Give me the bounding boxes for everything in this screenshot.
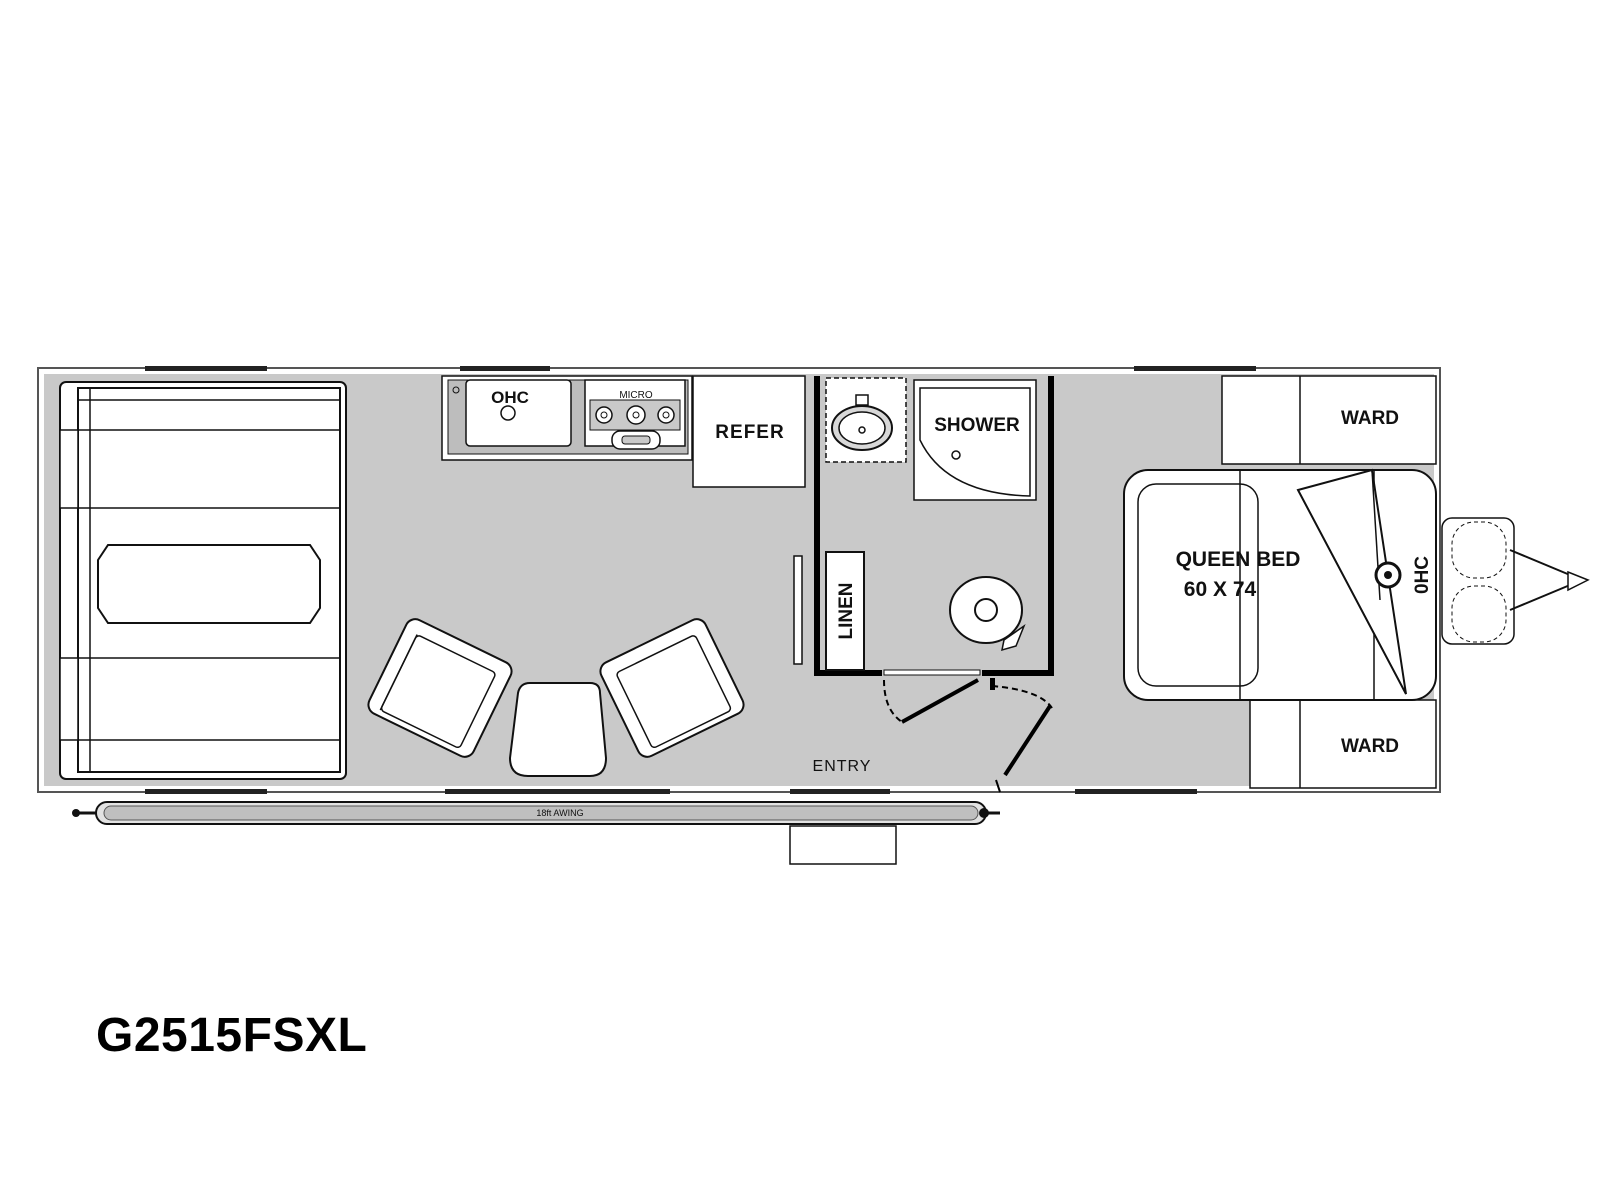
wardrobe-bottom <box>1249 699 1437 789</box>
swivel-chair-left <box>367 618 513 758</box>
toilet-icon <box>949 576 1026 652</box>
bed-size-label: 60 X 74 <box>1184 578 1257 601</box>
front-bedroom: WARD WARD QUEEN BED 60 X 74 0HC <box>1123 375 1437 789</box>
ohc-bedroom-label: 0HC <box>1412 556 1433 594</box>
bathroom: SHOWER LINEN <box>793 376 1054 676</box>
shower-label: SHOWER <box>934 415 1020 436</box>
swivel-chair-right <box>599 618 745 758</box>
entry-step <box>789 825 897 865</box>
wardrobe-top-label: WARD <box>1341 408 1399 429</box>
linen-closet <box>825 551 865 671</box>
rear-bed <box>59 381 347 780</box>
awning-label: 18ft AWING <box>536 808 583 818</box>
micro-label: MICRO <box>619 390 653 401</box>
kitchen-counter: OHC MICRO <box>441 375 693 461</box>
bed-name-label: QUEEN BED <box>1176 548 1301 571</box>
hitch-tongue <box>1441 517 1590 645</box>
wardrobe-top <box>1221 375 1437 465</box>
model-name: G2515FSXL <box>96 1009 368 1062</box>
linen-label: LINEN <box>836 583 857 640</box>
entry-door-swing <box>990 678 1053 793</box>
entry-label: ENTRY <box>813 758 872 775</box>
kitchen-ohc-label: OHC <box>491 388 529 407</box>
kitchen-ohc-cabinet <box>465 379 572 447</box>
refer-label: REFER <box>715 422 784 443</box>
refrigerator: REFER <box>692 375 806 488</box>
wardrobe-bottom-label: WARD <box>1341 736 1399 757</box>
shower-drain-icon <box>951 450 961 460</box>
bathroom-door-swing <box>883 678 979 724</box>
side-table <box>508 682 608 777</box>
awning: 18ft AWING <box>72 801 1000 825</box>
